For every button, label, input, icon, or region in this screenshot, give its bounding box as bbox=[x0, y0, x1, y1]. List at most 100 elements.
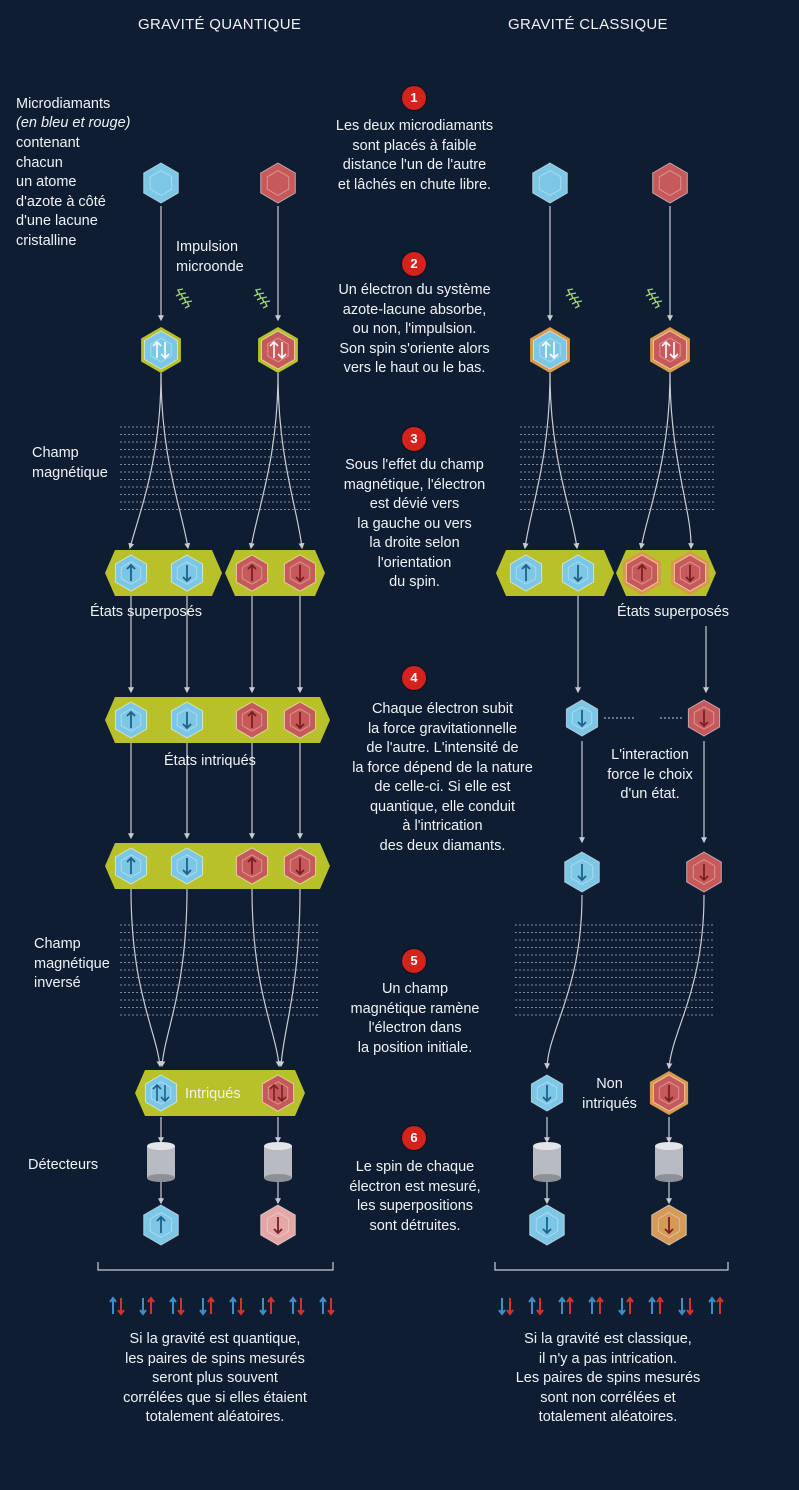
spin-head bbox=[259, 1309, 267, 1316]
detector-top bbox=[264, 1142, 292, 1150]
pulse-stroke bbox=[651, 296, 660, 305]
spin-head bbox=[506, 1309, 514, 1316]
measured-spin-down bbox=[536, 1298, 544, 1316]
measured-spin-down bbox=[199, 1298, 207, 1316]
diamond-facet bbox=[693, 706, 715, 730]
diamond-blue-right-start bbox=[532, 162, 568, 204]
measured-spin-down bbox=[686, 1298, 694, 1316]
inverse-field-left bbox=[120, 924, 320, 1016]
return-red-left-a bbox=[251, 888, 282, 1068]
diamond-facet bbox=[241, 561, 263, 585]
microwave-pulse-red-right bbox=[645, 288, 663, 309]
entangled-up-blue-left bbox=[114, 701, 148, 739]
spin-arrow-head bbox=[247, 856, 257, 863]
diamond-body bbox=[533, 330, 567, 370]
spin-head bbox=[618, 1309, 626, 1316]
spin-arrow-head bbox=[573, 576, 583, 583]
spin-head bbox=[596, 1296, 604, 1303]
spin-arrow-head bbox=[152, 1083, 162, 1090]
measured-spin-up bbox=[267, 1296, 275, 1314]
spin-arrow-head bbox=[160, 1096, 170, 1103]
diamond-facet bbox=[289, 708, 311, 732]
measured-spin-up bbox=[566, 1296, 574, 1314]
detector-body bbox=[147, 1146, 175, 1178]
entangled-band-final-left bbox=[135, 1070, 305, 1116]
diamond-facet bbox=[571, 706, 593, 730]
spin-head bbox=[147, 1296, 155, 1303]
spin-arrow-head bbox=[577, 875, 587, 882]
spin-arrow-head bbox=[247, 563, 257, 570]
deflect-blue-right-b bbox=[549, 372, 580, 550]
pulse-stroke bbox=[259, 296, 268, 305]
header-quantum: GRAVITÉ QUANTIQUE bbox=[138, 16, 302, 33]
bracket-right bbox=[494, 1262, 729, 1271]
detector-body bbox=[264, 1146, 292, 1178]
label-champ-magnetique: Champ magnétique bbox=[32, 445, 108, 481]
diamond-red-right-start bbox=[652, 162, 688, 204]
measured-spin-down bbox=[237, 1298, 245, 1316]
spin-arrow-head bbox=[160, 353, 170, 360]
microwave-pulse-blue-left bbox=[175, 288, 193, 309]
diamond-body bbox=[261, 330, 295, 370]
measured-spin-down bbox=[327, 1298, 335, 1316]
step-3-badge: 3 bbox=[402, 427, 426, 451]
entangled-final-red-left bbox=[261, 1074, 295, 1112]
microwave-pulse-red-left bbox=[253, 288, 271, 309]
spin-head bbox=[716, 1296, 724, 1303]
spin-pairs-quantum bbox=[109, 1296, 335, 1316]
spin-arrow-head bbox=[661, 340, 671, 347]
detector-top bbox=[147, 1142, 175, 1150]
entanglement-band-left-2 bbox=[105, 843, 330, 889]
spin-up-red-right bbox=[622, 551, 662, 595]
spin-head bbox=[177, 1309, 185, 1316]
diamond-facet bbox=[267, 337, 289, 363]
after-interaction-blue-right bbox=[564, 851, 600, 893]
measured-spin-up bbox=[207, 1296, 215, 1314]
spin-head bbox=[528, 1296, 536, 1303]
conclusion-quantum: Si la gravité est quantique, les paires … bbox=[123, 1331, 307, 1425]
diamond-body bbox=[260, 162, 296, 204]
spin-arrow-head bbox=[542, 1096, 552, 1103]
entangled-down-red-left bbox=[283, 701, 317, 739]
return-blue-right bbox=[544, 894, 583, 1070]
pulse-stroke bbox=[181, 296, 190, 305]
spin-arrow-head bbox=[273, 1228, 283, 1235]
spin-down-red-right bbox=[670, 551, 710, 595]
diamond-body bbox=[532, 162, 568, 204]
spin-arrow-head bbox=[269, 340, 279, 347]
diamond-facet bbox=[679, 561, 701, 585]
spin-arrow-head bbox=[152, 340, 162, 347]
diamond-facet bbox=[149, 170, 173, 196]
return-blue-left-a bbox=[130, 888, 163, 1068]
diamond-facet bbox=[267, 1081, 289, 1105]
detector-bottom bbox=[655, 1174, 683, 1182]
diamond-facet bbox=[658, 1081, 680, 1105]
label-intriques: Intriqués bbox=[185, 1086, 241, 1102]
measured-spin-down bbox=[177, 1298, 185, 1316]
label-etats-intriques: États intriqués bbox=[164, 753, 256, 769]
measured-spin-down bbox=[297, 1298, 305, 1316]
spin-arrow-head bbox=[126, 856, 136, 863]
pulse-stroke bbox=[184, 300, 193, 309]
entangled-final-blue-left bbox=[144, 1074, 178, 1112]
diamond-facet bbox=[631, 561, 653, 585]
measured-spin-up bbox=[656, 1296, 664, 1314]
deflect-blue-right-a bbox=[522, 372, 551, 550]
diamond-facet bbox=[120, 561, 142, 585]
spin-arrow-head bbox=[699, 875, 709, 882]
entangled-up-red-left bbox=[235, 701, 269, 739]
pulse-stroke bbox=[175, 288, 184, 297]
diamond-body bbox=[143, 162, 179, 204]
return-red-right bbox=[666, 894, 705, 1070]
measured-spin-down bbox=[259, 1298, 267, 1316]
diamond-facet bbox=[266, 170, 290, 196]
diamond-facet bbox=[659, 337, 681, 363]
spin-arrow-head bbox=[156, 1215, 166, 1222]
diamond-facet bbox=[149, 1212, 173, 1238]
detector-bottom bbox=[264, 1174, 292, 1182]
spin-head bbox=[109, 1296, 117, 1303]
deflect-red-right-a bbox=[638, 372, 671, 550]
after-interaction-red-right bbox=[686, 851, 722, 893]
measured-red-left bbox=[260, 1204, 296, 1246]
